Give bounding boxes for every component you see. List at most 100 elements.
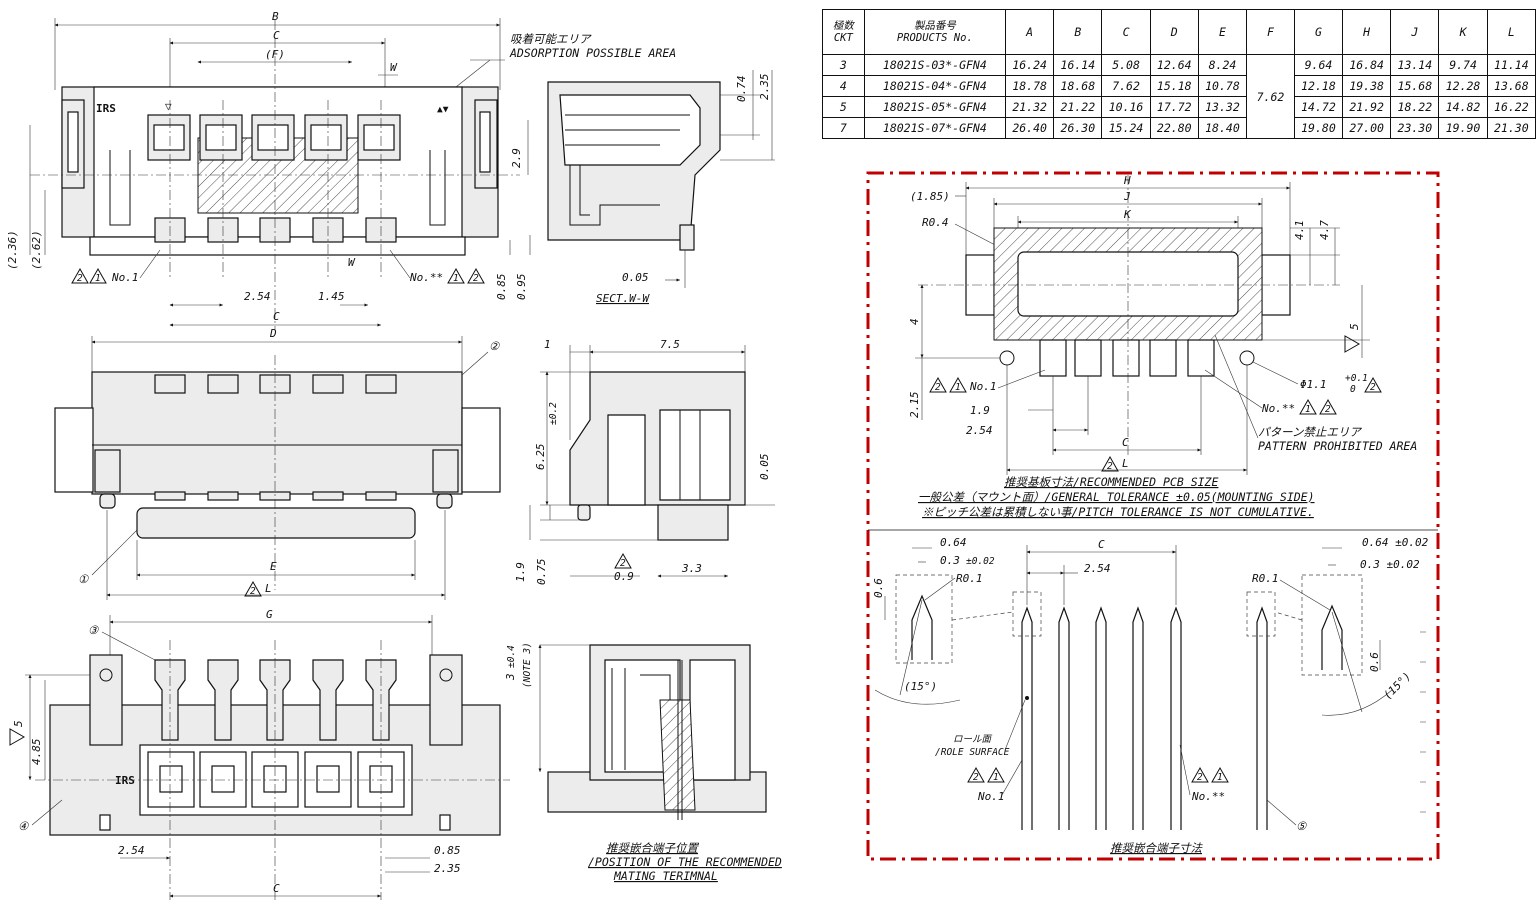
side-dim-7-5: 7.5 — [660, 338, 680, 351]
pcb-1-85: (1.85) — [910, 190, 950, 203]
mark-1: 1 — [95, 273, 101, 284]
pcb-1-9: 1.9 — [970, 404, 990, 417]
bottom-dim-0-85: 0.85 — [434, 844, 461, 857]
top-view: B C (F) W 吸着可能エリア ADSORPTION POSSIBLE AR… — [6, 10, 676, 330]
pcb-title: 推奨基板寸法/RECOMMENDED PCB SIZE — [1004, 475, 1218, 489]
term-r0-1-left: R0.1 — [956, 572, 983, 585]
term-nox: No.** — [1191, 790, 1225, 803]
term-0-64-left: 0.64 — [940, 536, 967, 549]
bottom-view: G ③ IRS 5 4.85 — [9, 608, 510, 900]
pcb-4-7: 4.7 — [1318, 220, 1331, 240]
term-c: C — [1098, 538, 1105, 551]
mark-2c: 2 — [250, 586, 256, 597]
dim-2-36: (2.36) — [6, 230, 19, 270]
pcb-tol2: ※ピッチ公差は累積しない事/PITCH TOLERANCE IS NOT CUM… — [922, 505, 1314, 519]
bottom-dim-c: C — [273, 882, 280, 895]
dim-0-85: 0.85 — [495, 274, 508, 301]
top-pockets — [147, 114, 401, 161]
mark-2h: 2 — [1325, 404, 1331, 415]
pcb-layout: H J K (1.85) R0.4 4.1 4.7 — [908, 174, 1417, 519]
th-g: G — [1293, 9, 1344, 55]
dim-w: W — [390, 61, 398, 74]
side-dim-6-25: 6.25 — [534, 444, 547, 471]
th-c: C — [1101, 9, 1151, 55]
dim-d: D — [269, 327, 277, 340]
front-terminal-feet — [154, 491, 397, 501]
th-h: H — [1342, 9, 1392, 55]
dim-2-9: 2.9 — [510, 148, 523, 168]
mating-label-en2: MATING TERIMNAL — [613, 869, 718, 883]
mark-1b: 1 — [453, 273, 459, 284]
pcb-k: K — [1123, 208, 1132, 221]
terminal-title: 推奨嵌合端子寸法 — [1110, 841, 1203, 855]
bottom-dim-2-35: 2.35 — [434, 862, 461, 875]
term-0-3-left: 0.3 — [940, 554, 960, 567]
bottom-dim-2-54: 2.54 — [118, 844, 145, 857]
pcb-4: 4 — [908, 318, 921, 325]
side-dim-1: 1 — [544, 338, 551, 351]
term-0-3-right: 0.3 ±0.02 — [1360, 558, 1420, 571]
th-l: L — [1486, 9, 1536, 55]
side-dim-6-25-tol: ±0.2 — [548, 402, 559, 425]
th-j: J — [1390, 9, 1440, 55]
mating-label-jp: 推奨嵌合端子位置 — [606, 841, 699, 855]
dim-f: (F) — [265, 48, 285, 61]
th-e: E — [1197, 9, 1248, 55]
term-no1: No.1 — [977, 790, 1005, 803]
pcb-nox: No.** — [1261, 402, 1295, 415]
table-row: 4 18021S-04*-GFN4 18.78 18.68 7.62 15.18… — [822, 75, 1536, 97]
dim-g: G — [266, 608, 273, 621]
pcb-r0-4: R0.4 — [922, 216, 949, 229]
side-dim-0-05: 0.05 — [758, 454, 771, 481]
nox-callout: No.** 1 2 — [389, 249, 485, 284]
term-2-54: 2.54 — [1084, 562, 1111, 575]
brand-top: IRS — [96, 102, 116, 115]
callout-4: ④ — [18, 819, 29, 833]
pattern-jp: パターン禁止エリア — [1258, 425, 1362, 439]
th-k: K — [1438, 9, 1488, 55]
mark-2f: 2 — [935, 382, 941, 393]
mark-2: 2 — [77, 273, 83, 284]
callout-2: ② — [489, 339, 500, 353]
pcb-4-1: 4.1 — [1293, 220, 1306, 240]
dim-2-54: 2.54 — [244, 290, 271, 303]
mark-2j: 2 — [1197, 772, 1203, 783]
section-w-w: 0.74 2.35 0.05 SECT.W-W — [547, 70, 775, 305]
bottom-dim-4-85: 4.85 — [30, 739, 43, 766]
dim-e: E — [270, 560, 277, 573]
no1-label: No.1 — [111, 271, 139, 284]
pcb-2-15: 2.15 — [908, 392, 921, 419]
pcb-hole: Φ1.1 — [1300, 378, 1327, 391]
table-row: 5 18021S-05*-GFN4 21.32 21.22 10.16 17.7… — [822, 96, 1536, 118]
no1-callout: 2 1 No.1 — [71, 249, 161, 284]
mark-2i: 2 — [973, 772, 979, 783]
pattern-en: PATTERN PROHIBITED AREA — [1258, 439, 1417, 453]
table-row: 3 18021S-03*-GFN4 16.24 16.14 5.08 12.64… — [822, 54, 1536, 139]
sect-dim-0-74: 0.74 — [735, 76, 748, 103]
table-f-value: 7.62 — [1246, 54, 1295, 139]
mating-dim-3-tol: ±0.4 — [506, 645, 517, 668]
mating-dim-3: 3 — [504, 673, 517, 681]
pcb-no1: No.1 — [969, 380, 997, 393]
pcb-j: J — [1123, 190, 1131, 203]
term-r0-1-right: R0.1 — [1252, 572, 1279, 585]
dim-c-bottom: C — [273, 310, 280, 323]
mating-label-en1: /POSITION OF THE RECOMMENDED — [588, 855, 782, 869]
dim-1-45: 1.45 — [318, 290, 345, 303]
terminal-pins — [1021, 606, 1268, 830]
dim-c: C — [273, 29, 280, 42]
callout-1: ① — [78, 572, 89, 586]
term-0-6-right: 0.6 — [1368, 652, 1381, 672]
mark-1i: 1 — [993, 772, 999, 783]
side-dim-0-75: 0.75 — [535, 559, 548, 586]
mark-1g: 1 — [1305, 404, 1311, 415]
absorption-jp: 吸着可能エリア — [510, 32, 592, 46]
front-view: D E 2 L ① ② — [54, 327, 501, 600]
pcb-c: C — [1122, 436, 1129, 449]
pcb-tol1: 一般公差（マウント面）/GENERAL TOLERANCE ±0.05(MOUN… — [918, 490, 1315, 504]
mating-note: (NOTE 3) — [522, 642, 533, 688]
